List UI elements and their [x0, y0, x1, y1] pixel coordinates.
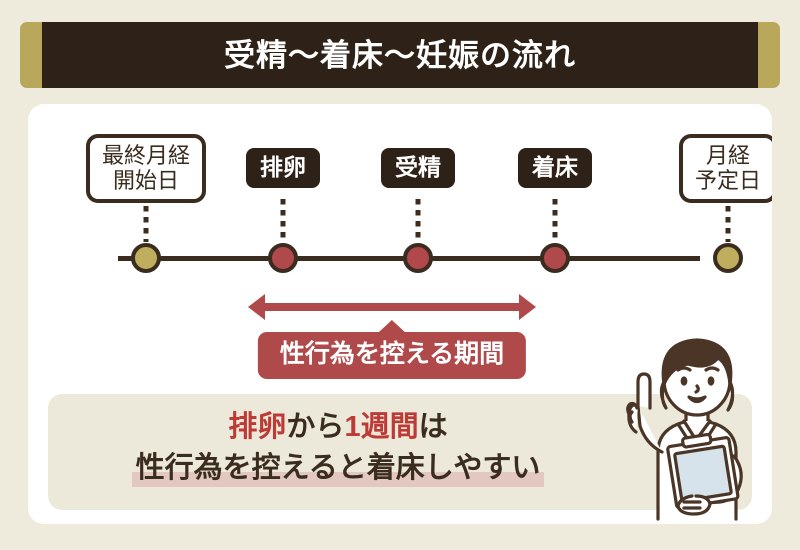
label-last-period-line2: 開始日 — [112, 167, 180, 193]
label-expected-period-line1: 月経 — [705, 143, 751, 168]
node-ovulation — [268, 243, 298, 273]
connector-ovulation — [280, 199, 286, 242]
label-expected-period-line2: 予定日 — [694, 167, 762, 193]
timeline: 最終月経 開始日 排卵 受精 着床 — [28, 104, 772, 524]
connector-fertilization — [415, 199, 421, 242]
summary-accent-one-week: 1週間 — [344, 411, 419, 443]
node-fertilization — [403, 243, 433, 273]
abstain-banner: 性行為を控える期間 — [257, 320, 527, 379]
abstain-range-arrow — [248, 294, 536, 320]
label-ovulation-text: 排卵 — [260, 154, 306, 180]
summary-line-1: 排卵から1週間は — [48, 408, 628, 447]
node-last-period — [131, 243, 161, 273]
label-implantation: 着床 — [518, 148, 592, 188]
label-last-period: 最終月経 開始日 — [85, 134, 207, 204]
label-fertilization-text: 受精 — [395, 154, 441, 180]
title-bar: 受精〜着床〜妊娠の流れ — [20, 22, 780, 88]
label-implantation-text: 着床 — [532, 154, 578, 180]
connector-implantation — [552, 199, 558, 242]
page-title: 受精〜着床〜妊娠の流れ — [224, 37, 576, 73]
arrow-shaft — [262, 303, 522, 311]
summary-text: 排卵から1週間は 性行為を控えると着床しやすい — [48, 408, 628, 488]
title-bar-inner: 受精〜着床〜妊娠の流れ — [42, 22, 758, 88]
summary-line1-mid: から — [286, 411, 345, 443]
node-expected-period — [713, 243, 743, 273]
connector-expected-period — [725, 206, 731, 242]
summary-line-2: 性行為を控えると着床しやすい — [135, 452, 541, 485]
arrow-head-right-icon — [519, 294, 536, 320]
label-last-period-line1: 最終月経 — [101, 143, 191, 168]
abstain-banner-label: 性行為を控える期間 — [279, 340, 505, 368]
content-card: 最終月経 開始日 排卵 受精 着床 — [28, 104, 772, 524]
node-implantation — [540, 243, 570, 273]
summary-highlight-bar — [131, 472, 545, 488]
arrow-head-left-icon — [248, 294, 265, 320]
banner-notch-icon — [377, 320, 406, 333]
label-fertilization: 受精 — [381, 148, 455, 188]
summary-line-2-wrap: 性行為を控えると着床しやすい — [131, 449, 545, 488]
female-doctor-illustration — [626, 338, 743, 521]
summary-accent-ovulation: 排卵 — [228, 411, 287, 443]
summary-line1-end: は — [418, 411, 448, 443]
label-expected-period: 月経 予定日 — [678, 134, 772, 204]
connector-last-period — [143, 206, 149, 242]
label-ovulation: 排卵 — [246, 148, 320, 188]
